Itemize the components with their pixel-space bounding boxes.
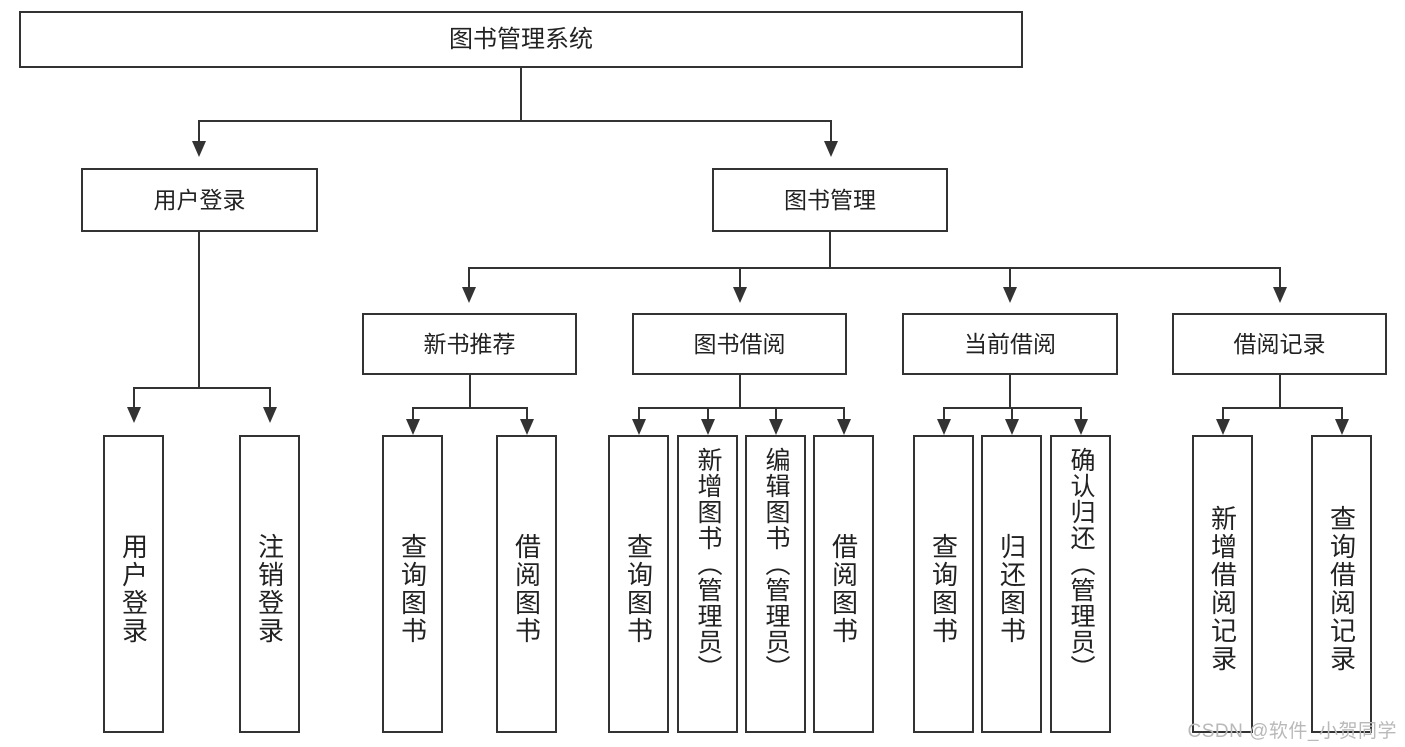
edge-book-borrow-to-leaf-3 xyxy=(775,407,777,421)
arrowhead-book-borrow-leaf-4 xyxy=(837,419,851,435)
arrowhead-current-borrow-leaf-1 xyxy=(937,419,951,435)
arrowhead-new-book-leaf-1 xyxy=(406,419,420,435)
node-borrow-records[interactable]: 借阅记录 xyxy=(1172,313,1387,375)
edge-borrow-records-bus xyxy=(1222,407,1342,409)
arrowhead-book-borrow-leaf-1 xyxy=(632,419,646,435)
node-label: 查询图书 xyxy=(623,533,654,645)
node-label: 图书借阅 xyxy=(693,330,786,357)
leaf-current-borrow-2[interactable]: 归还图书 xyxy=(981,435,1042,733)
edge-bus-to-book-borrow xyxy=(739,267,741,289)
node-label: 查询借阅记录 xyxy=(1326,505,1357,673)
node-label: 归还图书 xyxy=(996,533,1027,645)
edge-root-down xyxy=(520,68,522,121)
edge-new-book-to-leaf-2 xyxy=(526,407,528,421)
edge-level3-bus xyxy=(468,267,1280,269)
node-label: 查询图书 xyxy=(928,533,959,645)
edge-book-borrow-down xyxy=(739,375,741,408)
edge-root-bus xyxy=(198,120,832,122)
leaf-user-login-2[interactable]: 注销登录 xyxy=(239,435,300,733)
arrowhead-borrow-records-leaf-1 xyxy=(1216,419,1230,435)
edge-new-book-bus xyxy=(412,407,528,409)
leaf-book-borrow-3[interactable]: 编辑图书（管理员） xyxy=(745,435,806,733)
arrowhead-book-borrow-leaf-3 xyxy=(769,419,783,435)
node-label: 借阅图书 xyxy=(511,533,542,645)
edge-book-borrow-bus xyxy=(638,407,844,409)
arrowhead-to-borrow-records xyxy=(1273,287,1287,303)
arrowhead-to-user-login xyxy=(192,141,206,157)
node-label: 用户登录 xyxy=(118,533,149,645)
node-new-book-recommend[interactable]: 新书推荐 xyxy=(362,313,577,375)
leaf-new-book-recommend-2[interactable]: 借阅图书 xyxy=(496,435,557,733)
edge-current-borrow-down xyxy=(1009,375,1011,408)
node-label: 新增图书（管理员） xyxy=(694,447,722,681)
edge-book-management-down xyxy=(829,232,831,268)
node-label: 借阅记录 xyxy=(1233,330,1326,357)
edge-book-borrow-to-leaf-2 xyxy=(707,407,709,421)
edge-bus-to-book-management xyxy=(830,120,832,144)
node-label: 借阅图书 xyxy=(828,533,859,645)
edge-user-login-down xyxy=(198,232,200,388)
leaf-user-login-1[interactable]: 用户登录 xyxy=(103,435,164,733)
node-label: 用户登录 xyxy=(153,186,246,213)
node-label: 编辑图书（管理员） xyxy=(762,447,790,681)
node-book-management[interactable]: 图书管理 xyxy=(712,168,948,232)
edge-current-borrow-to-leaf-1 xyxy=(943,407,945,421)
leaf-borrow-records-1[interactable]: 新增借阅记录 xyxy=(1192,435,1253,733)
node-label: 当前借阅 xyxy=(964,330,1056,357)
node-label: 图书管理 xyxy=(784,186,876,213)
leaf-book-borrow-2[interactable]: 新增图书（管理员） xyxy=(677,435,738,733)
node-label: 新书推荐 xyxy=(423,330,516,357)
node-current-borrow[interactable]: 当前借阅 xyxy=(902,313,1118,375)
edge-bus-to-new-book xyxy=(468,267,470,289)
edge-book-borrow-to-leaf-1 xyxy=(638,407,640,421)
edge-bus-to-user-login xyxy=(198,120,200,144)
edge-borrow-records-to-leaf-1 xyxy=(1222,407,1224,421)
arrowhead-user-login-leaf-1 xyxy=(127,407,141,423)
edge-book-borrow-to-leaf-4 xyxy=(843,407,845,421)
edge-bus-to-current-borrow xyxy=(1009,267,1011,289)
node-user-login[interactable]: 用户登录 xyxy=(81,168,318,232)
node-label: 确认归还（管理员） xyxy=(1067,447,1095,681)
edge-borrow-records-to-leaf-2 xyxy=(1341,407,1343,421)
leaf-new-book-recommend-1[interactable]: 查询图书 xyxy=(382,435,443,733)
node-book-borrow[interactable]: 图书借阅 xyxy=(632,313,847,375)
edge-new-book-to-leaf-1 xyxy=(412,407,414,421)
edge-user-login-to-leaf-1 xyxy=(133,387,135,409)
edge-bus-to-borrow-records xyxy=(1279,267,1281,289)
edge-current-borrow-to-leaf-3 xyxy=(1080,407,1082,421)
arrowhead-current-borrow-leaf-3 xyxy=(1074,419,1088,435)
leaf-borrow-records-2[interactable]: 查询借阅记录 xyxy=(1311,435,1372,733)
edge-new-book-down xyxy=(469,375,471,408)
arrowhead-to-current-borrow xyxy=(1003,287,1017,303)
node-label: 图书管理系统 xyxy=(449,25,593,53)
edge-current-borrow-to-leaf-2 xyxy=(1011,407,1013,421)
leaf-current-borrow-1[interactable]: 查询图书 xyxy=(913,435,974,733)
leaf-book-borrow-1[interactable]: 查询图书 xyxy=(608,435,669,733)
leaf-book-borrow-4[interactable]: 借阅图书 xyxy=(813,435,874,733)
node-label: 新增借阅记录 xyxy=(1207,505,1238,673)
leaf-current-borrow-3[interactable]: 确认归还（管理员） xyxy=(1050,435,1111,733)
edge-user-login-to-leaf-2 xyxy=(269,387,271,409)
node-root-book-management-system[interactable]: 图书管理系统 xyxy=(19,11,1023,68)
arrowhead-new-book-leaf-2 xyxy=(520,419,534,435)
arrowhead-user-login-leaf-2 xyxy=(263,407,277,423)
edge-user-login-bus xyxy=(133,387,270,389)
arrowhead-to-new-book-recommend xyxy=(462,287,476,303)
arrowhead-book-borrow-leaf-2 xyxy=(701,419,715,435)
arrowhead-to-book-borrow xyxy=(733,287,747,303)
arrowhead-borrow-records-leaf-2 xyxy=(1335,419,1349,435)
node-label: 注销登录 xyxy=(254,533,285,645)
edge-borrow-records-down xyxy=(1279,375,1281,408)
arrowhead-current-borrow-leaf-2 xyxy=(1005,419,1019,435)
node-label: 查询图书 xyxy=(397,533,428,645)
arrowhead-to-book-management xyxy=(824,141,838,157)
